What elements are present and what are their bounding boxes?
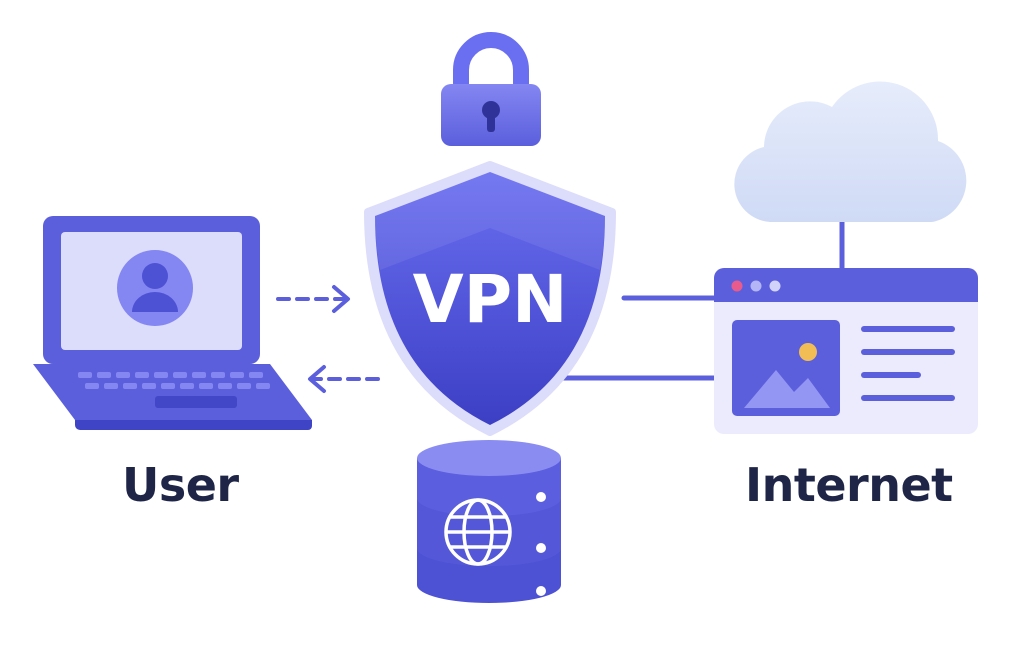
shield-icon: VPN bbox=[364, 161, 616, 436]
window-dot-icon bbox=[731, 280, 743, 292]
window-dot-icon bbox=[750, 280, 762, 292]
internet-label: Internet bbox=[745, 458, 953, 512]
image-placeholder-icon bbox=[732, 320, 840, 416]
globe-icon bbox=[444, 498, 512, 566]
laptop-icon bbox=[33, 216, 312, 430]
vpn-to-internet-lines bbox=[557, 295, 721, 381]
user-label: User bbox=[122, 458, 239, 512]
browser-window-icon bbox=[714, 268, 978, 434]
text-lines-icon bbox=[861, 326, 955, 401]
outgoing-arrow bbox=[276, 285, 350, 313]
user-avatar-icon bbox=[117, 250, 193, 326]
padlock-icon bbox=[441, 32, 541, 146]
database-globe-icon bbox=[417, 440, 561, 603]
incoming-arrow bbox=[308, 365, 380, 393]
window-dot-icon bbox=[769, 280, 781, 292]
cloud-icon bbox=[734, 81, 967, 272]
vpn-label: VPN bbox=[413, 261, 568, 338]
